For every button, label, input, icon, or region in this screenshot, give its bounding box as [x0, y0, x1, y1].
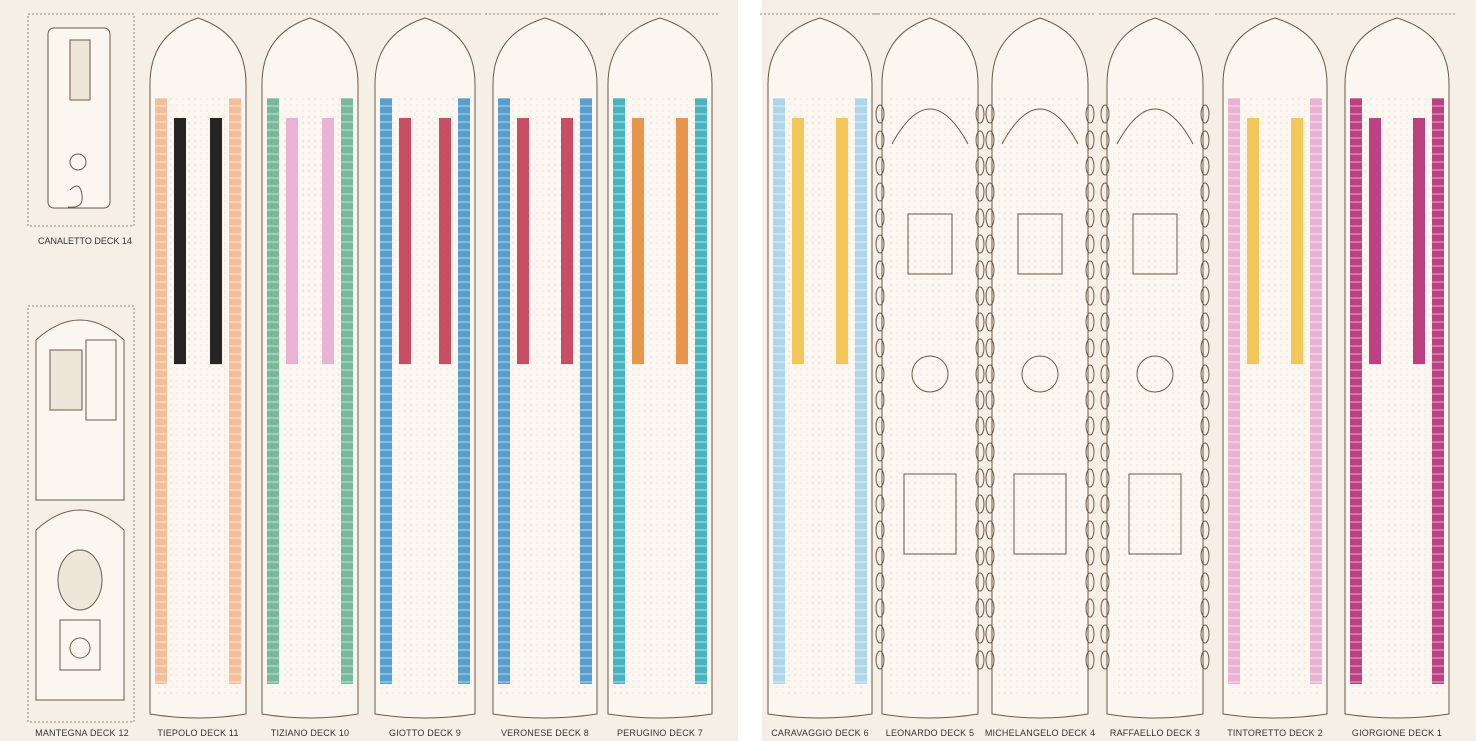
inner-cabins-starboard [210, 118, 222, 365]
giorgione-deck-label: GIORGIONE DECK 1 [1351, 728, 1443, 738]
outer-cabins-starboard [229, 98, 241, 684]
raffaello-public-areas [1100, 104, 1210, 670]
inner-cabins-port [1247, 118, 1259, 365]
leonardo-deck-label: LEONARDO DECK 5 [885, 728, 975, 738]
sheet-gap [738, 0, 762, 741]
outer-cabins-port [380, 98, 392, 684]
leonardo-deck-plan[interactable] [874, 13, 986, 719]
tiepolo-cabin-blocks [155, 97, 241, 684]
michelangelo-public-areas [985, 104, 1095, 670]
canaletto-deck-14-label: CANALETTO DECK 14 [38, 236, 132, 246]
outer-cabins-port [613, 98, 625, 684]
mantegna-deck-label: MANTEGNA DECK 12 [35, 728, 129, 738]
inner-cabins-port [517, 118, 529, 365]
inner-cabins-starboard [1413, 118, 1425, 365]
inner-cabins-starboard [1291, 118, 1303, 365]
inner-cabins-starboard [561, 118, 573, 365]
tintoretto-cabin-blocks [1228, 97, 1322, 684]
caravaggio-cabin-blocks [773, 97, 867, 684]
inner-cabins-port [792, 118, 804, 365]
michelangelo-deck-plan[interactable] [984, 13, 1096, 719]
outer-cabins-starboard [855, 98, 867, 684]
tiepolo-deck-label: TIEPOLO DECK 11 [157, 728, 239, 738]
perugino-cabin-blocks [613, 97, 707, 684]
michelangelo-deck-label: MICHELANGELO DECK 4 [984, 728, 1096, 738]
inner-cabins-starboard [676, 118, 688, 365]
leonardo-public-areas [875, 104, 985, 670]
raffaello-deck-plan[interactable] [1099, 13, 1211, 719]
outer-cabins-port [1228, 98, 1240, 684]
inner-cabins-starboard [322, 118, 334, 365]
outer-cabins-port [155, 98, 167, 684]
outer-cabins-starboard [458, 98, 470, 684]
veronese-deck-label: VERONESE DECK 8 [500, 728, 590, 738]
outer-cabins-port [1350, 98, 1362, 684]
tintoretto-deck-label: TINTORETTO DECK 2 [1227, 728, 1323, 738]
tiziano-deck-label: TIZIANO DECK 10 [270, 728, 350, 738]
inner-cabins-starboard [836, 118, 848, 365]
outer-cabins-starboard [580, 98, 592, 684]
veronese-cabin-blocks [498, 97, 592, 684]
outer-cabins-port [773, 98, 785, 684]
caravaggio-deck-label: CARAVAGGIO DECK 6 [771, 728, 869, 738]
perugino-deck-label: PERUGINO DECK 7 [616, 728, 704, 738]
outer-cabins-starboard [1432, 98, 1444, 684]
giorgione-cabin-blocks [1350, 97, 1444, 684]
inner-cabins-port [1369, 118, 1381, 365]
outer-cabins-starboard [695, 98, 707, 684]
outer-cabins-port [498, 98, 510, 684]
inner-cabins-port [399, 118, 411, 365]
tiziano-cabin-blocks [267, 97, 353, 684]
canaletto-deck-14-plan[interactable] [27, 13, 135, 227]
outer-cabins-port [267, 98, 279, 684]
outer-cabins-starboard [1310, 98, 1322, 684]
raffaello-deck-label: RAFFAELLO DECK 3 [1109, 728, 1201, 738]
giotto-deck-label: GIOTTO DECK 9 [389, 728, 461, 738]
giotto-cabin-blocks [380, 97, 470, 684]
inner-cabins-starboard [439, 118, 451, 365]
inner-cabins-port [632, 118, 644, 365]
mantegna-deck-12-plan[interactable] [27, 305, 135, 723]
inner-cabins-port [174, 118, 186, 365]
outer-cabins-starboard [341, 98, 353, 684]
inner-cabins-port [286, 118, 298, 365]
